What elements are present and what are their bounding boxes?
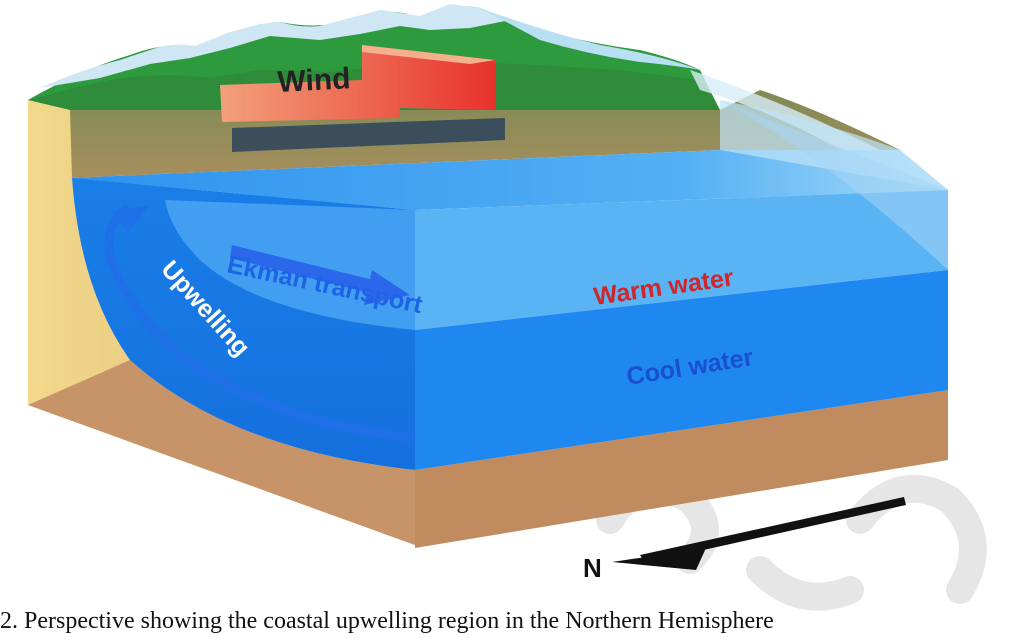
cool-layer bbox=[415, 270, 948, 470]
sediment-front bbox=[28, 360, 415, 545]
north-arrow bbox=[640, 497, 906, 563]
ocean-surface bbox=[70, 150, 948, 210]
north-arrowhead bbox=[612, 548, 706, 570]
sediment-right bbox=[415, 390, 948, 548]
figure-caption: 2. Perspective showing the coastal upwel… bbox=[0, 608, 774, 634]
ekman-arrowhead bbox=[364, 270, 410, 305]
upwelling-arrow bbox=[104, 205, 415, 442]
wind-arrow bbox=[220, 45, 505, 152]
upwelling-arrowhead bbox=[112, 205, 150, 232]
north-label: N bbox=[583, 553, 602, 583]
ekman-arrow bbox=[230, 245, 385, 296]
warm-layer bbox=[415, 190, 948, 330]
wind-label: Wind bbox=[277, 62, 352, 99]
